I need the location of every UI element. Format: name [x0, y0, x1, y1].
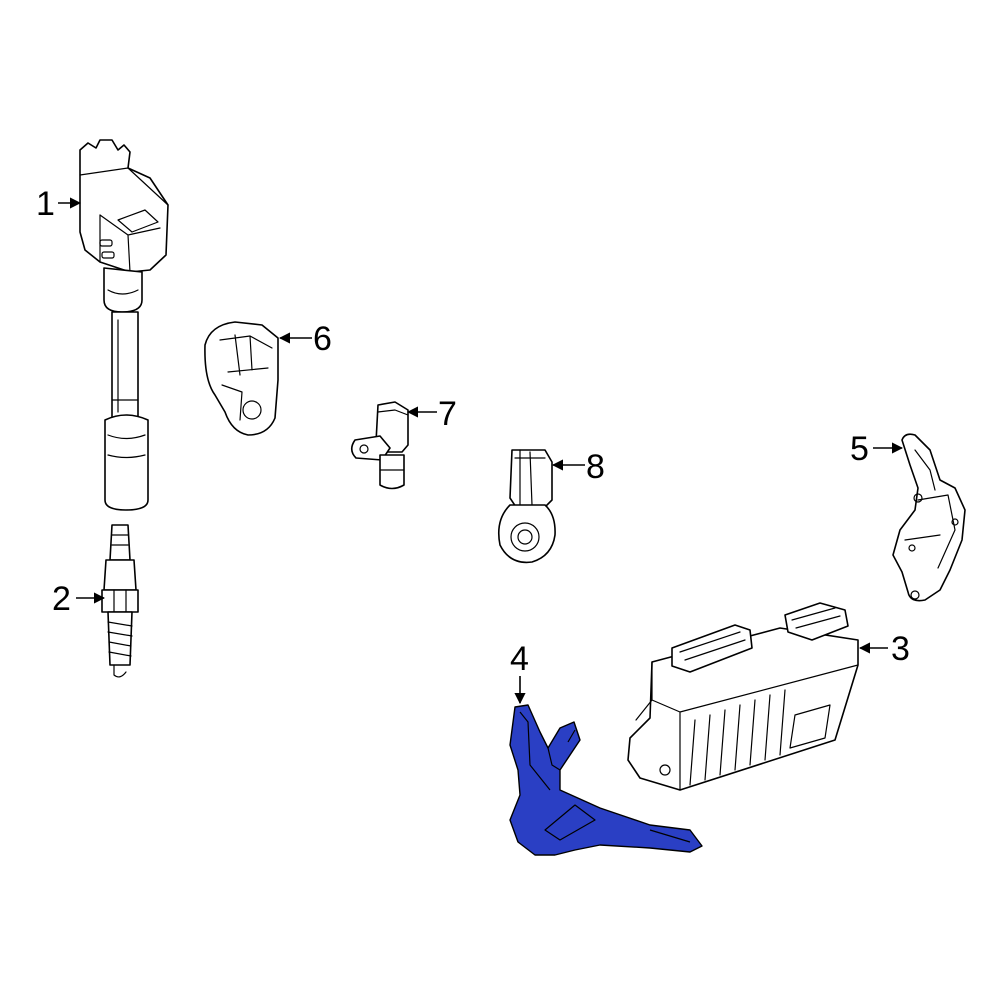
callout-4: 4 [510, 640, 529, 705]
callout-label-6: 6 [313, 320, 332, 358]
callout-label-3: 3 [891, 630, 910, 668]
mounting-bracket-part[interactable] [892, 433, 966, 602]
callout-1: 1 [36, 185, 82, 223]
callout-label-8: 8 [586, 448, 605, 486]
callout-label-5: 5 [850, 430, 869, 468]
callout-7: 7 [406, 395, 457, 433]
callout-5: 5 [850, 430, 904, 468]
knock-sensor-part[interactable] [497, 449, 556, 564]
callout-label-2: 2 [52, 580, 71, 618]
spark-plug-part[interactable] [101, 524, 139, 678]
callout-3: 3 [858, 630, 910, 668]
highlighted-bracket-part[interactable] [509, 704, 703, 856]
ignition-coil-part[interactable] [79, 139, 169, 511]
callout-label-7: 7 [438, 395, 457, 433]
callout-8: 8 [551, 448, 605, 486]
callout-label-4: 4 [510, 640, 529, 678]
crank-sensor-part[interactable] [350, 401, 409, 490]
engine-control-module-part[interactable] [627, 602, 859, 791]
cam-position-sensor-part[interactable] [204, 321, 279, 436]
callout-label-1: 1 [36, 185, 55, 223]
callout-6: 6 [278, 320, 332, 358]
callout-2: 2 [52, 580, 106, 618]
